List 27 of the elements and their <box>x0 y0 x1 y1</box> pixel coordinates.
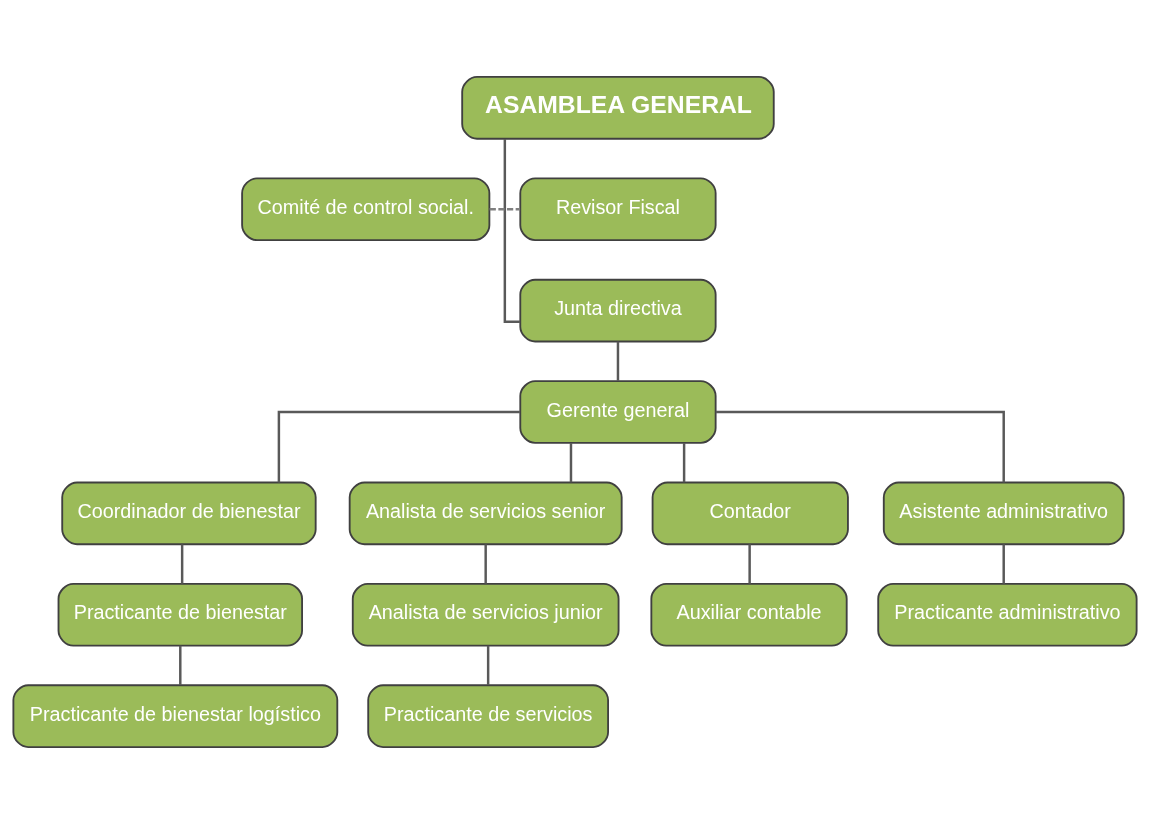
node-box: Auxiliar contable <box>650 582 848 647</box>
connector <box>569 442 573 483</box>
connector <box>489 208 521 211</box>
connector <box>277 410 520 483</box>
connector <box>682 442 686 483</box>
connector <box>179 645 182 685</box>
connector <box>1002 544 1005 584</box>
connector <box>748 544 751 584</box>
connector <box>616 341 620 381</box>
connector <box>486 645 490 685</box>
connector <box>484 544 487 584</box>
node-box: Practicante de bienestar <box>57 582 303 647</box>
node-box: Practicante de servicios <box>367 684 609 748</box>
node-box: Gerente general <box>519 380 717 444</box>
node-box: Coordinador de bienestar <box>61 481 317 546</box>
connector <box>715 410 1005 483</box>
node-box: Junta directiva <box>519 278 717 343</box>
node-box: Practicante administrativo <box>877 582 1138 647</box>
node-box: Comité de control social. <box>241 177 491 242</box>
node-box: Contador <box>651 481 849 546</box>
node-box: ASAMBLEA GENERAL <box>461 76 775 140</box>
node-box: Revisor Fiscal <box>519 177 717 242</box>
node-box: Analista de servicios junior <box>351 582 620 647</box>
connector <box>180 544 184 584</box>
node-box: Analista de servicios senior <box>348 481 623 546</box>
node-box: Asistente administrativo <box>882 481 1125 546</box>
node-box: Practicante de bienestar logístico <box>12 684 339 748</box>
